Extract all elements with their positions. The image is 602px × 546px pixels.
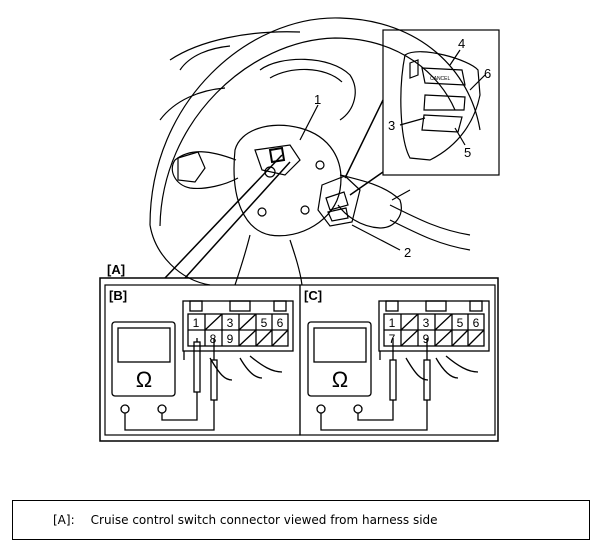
panel-c-art <box>307 300 490 431</box>
pin-c-6: 6 <box>473 316 480 330</box>
caption-box: [A]: Cruise control switch connector vie… <box>12 500 590 540</box>
pin-c-1: 1 <box>389 316 396 330</box>
label-b: [B] <box>109 288 127 303</box>
dashboard-outline <box>159 31 301 121</box>
pin-c-7: 7 <box>389 332 396 346</box>
label-c: [C] <box>304 288 322 303</box>
cruise-switch-body <box>317 175 361 227</box>
callout-3: 3 <box>388 118 395 133</box>
pin-c-3: 3 <box>423 316 430 330</box>
ohm-symbol-c: Ω <box>332 367 348 392</box>
switch-cancel-text: CANCEL <box>430 76 451 82</box>
pin-b-3: 3 <box>227 316 234 330</box>
panel-a <box>99 277 499 442</box>
pin-c-9: 9 <box>423 332 430 346</box>
label-a: [A] <box>107 262 125 277</box>
callout-1: 1 <box>314 92 321 107</box>
steering-hub <box>233 124 342 237</box>
left-spoke <box>171 151 239 190</box>
right-spoke <box>337 174 402 229</box>
gauge-cluster <box>259 58 356 121</box>
steering-wheel-rim <box>149 17 481 286</box>
panel-c <box>299 284 496 436</box>
pin-b-9: 9 <box>227 332 234 346</box>
callout-5: 5 <box>464 145 471 160</box>
pin-b-8: 8 <box>210 332 217 346</box>
ohm-symbol-b: Ω <box>136 367 152 392</box>
pin-b-5: 5 <box>261 316 268 330</box>
panel-b-art <box>111 300 294 431</box>
switch-zoom-inset <box>382 29 500 176</box>
callout-6: 6 <box>484 66 491 81</box>
callout-4: 4 <box>458 36 465 51</box>
wiring-diagram: 1 2 3 4 5 6 CANCEL [A] [B] [C] 1 3 5 6 8… <box>99 17 500 442</box>
pin-b-6: 6 <box>277 316 284 330</box>
caption-key: [A]: <box>53 513 75 527</box>
pin-b-1: 1 <box>193 316 200 330</box>
caption-text: Cruise control switch connector viewed f… <box>90 513 438 527</box>
pin-c-5: 5 <box>457 316 464 330</box>
callout-2: 2 <box>404 245 411 260</box>
